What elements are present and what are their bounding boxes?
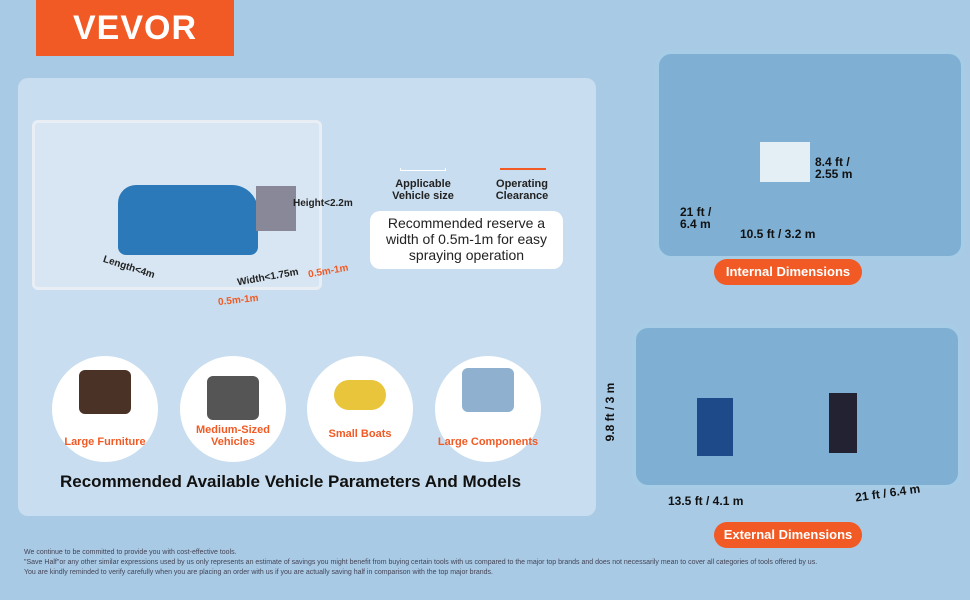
internal-view-image: [655, 50, 965, 260]
model-medium-vehicles: Medium-Sized Vehicles: [180, 356, 286, 462]
external-window-left: [697, 398, 733, 456]
internal-window: [760, 142, 810, 182]
external-height: 9.8 ft / 3 m: [603, 382, 617, 442]
disclaimer-line: We continue to be committed to provide y…: [24, 549, 237, 556]
disclaimer-line: "Save Half"or any other similar expressi…: [24, 559, 818, 566]
external-dimensions-badge: External Dimensions: [714, 522, 862, 548]
external-view-image: [632, 324, 962, 489]
internal-dimensions-badge: Internal Dimensions: [714, 259, 862, 285]
height-label: Height<2.2m: [293, 198, 353, 209]
suv-icon: [207, 376, 259, 420]
applicable-line-icon: [400, 168, 446, 171]
tent-window: [256, 186, 296, 231]
car-door-icon: [462, 368, 514, 412]
external-width: 13.5 ft / 4.1 m: [668, 494, 744, 508]
legend-operating: Operating Clearance: [495, 178, 549, 202]
legend-applicable: Applicable Vehicle size: [392, 178, 454, 202]
model-small-boats: Small Boats: [307, 356, 413, 462]
external-window-right: [829, 393, 857, 453]
models-title: Recommended Available Vehicle Parameters…: [60, 472, 522, 491]
model-large-furniture: Large Furniture: [52, 356, 158, 462]
car-image: [118, 185, 258, 255]
brand-logo: VEVOR: [36, 0, 234, 56]
disclaimer-line: You are kindly reminded to verify carefu…: [24, 569, 493, 576]
internal-width: 10.5 ft / 3.2 m: [740, 227, 816, 241]
recommendation-note: Recommended reserve a width of 0.5m-1m f…: [370, 211, 563, 269]
boat-icon: [334, 380, 386, 410]
operating-arrow-icon: [500, 168, 546, 170]
internal-depth: 21 ft / 6.4 m: [680, 205, 712, 231]
model-large-components: Large Components: [435, 356, 541, 462]
disclaimer: We continue to be committed to provide y…: [24, 548, 817, 578]
furniture-icon: [79, 370, 131, 414]
internal-height: 8.4 ft / 2.55 m: [815, 155, 853, 181]
